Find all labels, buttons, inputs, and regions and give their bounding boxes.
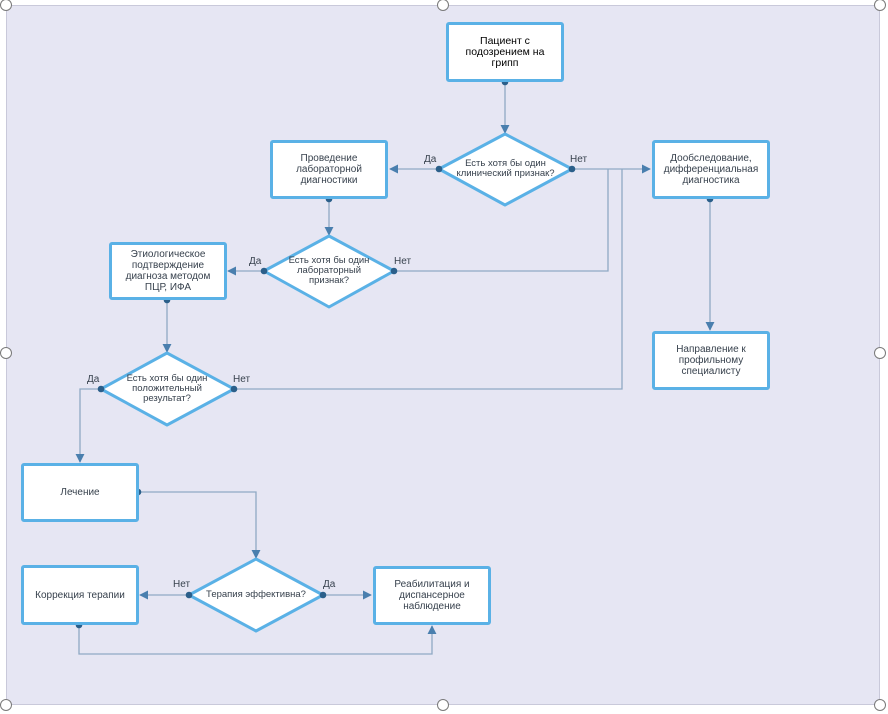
node-extra-exam[interactable]: Дообследование, дифференциальная диагнос… <box>652 140 770 199</box>
node-rehab[interactable]: Реабилитация и диспансерное наблюдение <box>373 566 491 625</box>
decision-lab-label[interactable]: Есть хотя бы один лабораторный признак? <box>288 255 370 286</box>
resize-handle-middle-right[interactable] <box>874 347 886 359</box>
resize-handle-top-left[interactable] <box>0 0 12 11</box>
decision-effective-label[interactable]: Терапия эффективна? <box>206 589 306 600</box>
decision-clinical-label[interactable]: Есть хотя бы один клинический признак? <box>456 158 555 179</box>
resize-handle-middle-left[interactable] <box>0 347 12 359</box>
resize-handle-bottom-center[interactable] <box>437 699 449 711</box>
edge-label-effective-no: Нет <box>173 579 191 590</box>
edge-label-lab-no: Нет <box>394 256 412 267</box>
resize-handle-top-center[interactable] <box>437 0 449 11</box>
node-referral[interactable]: Направление к профильному специалисту <box>652 331 770 390</box>
node-lab-diagnostics[interactable]: Проведение лабораторной диагностики <box>270 140 388 199</box>
edge-label-lab-yes: Да <box>249 256 262 267</box>
edge-label-effective-yes: Да <box>323 579 336 590</box>
node-correction[interactable]: Коррекция терапии <box>21 565 139 625</box>
resize-handle-bottom-left[interactable] <box>0 699 12 711</box>
edge-label-clinical-no: Нет <box>570 154 588 165</box>
edge-label-positive-no: Нет <box>233 374 251 385</box>
node-treatment[interactable]: Лечение <box>21 463 139 522</box>
decision-positive-label[interactable]: Есть хотя бы один положительный результа… <box>126 373 208 404</box>
edge-label-positive-yes: Да <box>87 374 100 385</box>
node-patient[interactable]: Пациент с подозрением на грипп <box>446 22 564 82</box>
node-etiology[interactable]: Этиологическое подтверждение диагноза ме… <box>109 242 227 300</box>
edge-label-clinical-yes: Да <box>424 154 437 165</box>
resize-handle-top-right[interactable] <box>874 0 886 11</box>
resize-handle-bottom-right[interactable] <box>874 699 886 711</box>
